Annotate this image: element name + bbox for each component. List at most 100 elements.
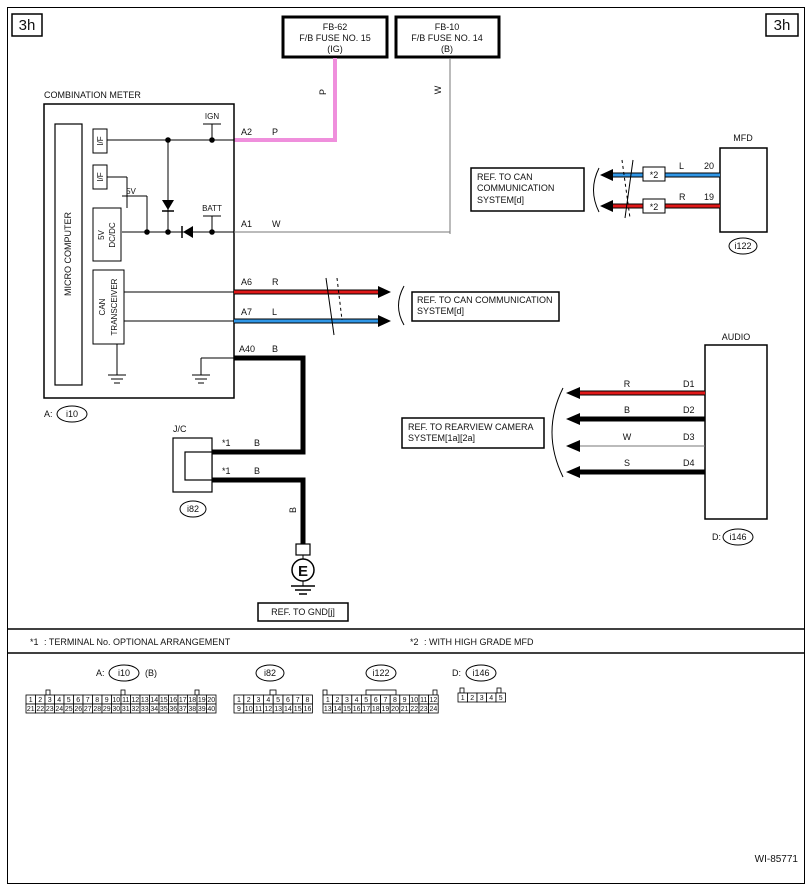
svg-text:REF. TO REARVIEW CAMERA: REF. TO REARVIEW CAMERA — [408, 422, 534, 432]
i146-pin-1: 1 — [461, 695, 465, 702]
mfd-star-1: *2 — [650, 170, 659, 180]
i82-pin-3: 3 — [257, 697, 261, 704]
i146-pin-2: 2 — [470, 695, 474, 702]
page-tag-right: 3h — [765, 13, 799, 37]
i10-pin-12: 12 — [131, 697, 139, 704]
i82-pin-16-cell — [302, 703, 313, 714]
if-block-1 — [92, 128, 108, 154]
i10-tag — [56, 405, 88, 423]
i10-pin-40: 40 — [207, 706, 215, 713]
i82-tag-label: i82 — [187, 504, 199, 514]
i122-pin-11: 11 — [420, 697, 427, 704]
svg-text:F/B FUSE NO. 15: F/B FUSE NO. 15 — [299, 33, 371, 43]
i10-pin-14: 14 — [150, 697, 158, 704]
dcdc-block — [92, 207, 122, 262]
note-2-text: : WITH HIGH GRADE MFD — [424, 637, 534, 647]
cv-i10-prefix: A: — [96, 668, 105, 678]
cv-i82-tag — [255, 664, 285, 682]
i10-pin-35: 35 — [160, 706, 168, 713]
i10-pin-24: 24 — [55, 706, 63, 713]
svg-text:REF. TO CAN COMMUNICATION: REF. TO CAN COMMUNICATION — [417, 295, 553, 305]
i10-pin-29: 29 — [103, 706, 111, 713]
i10-pin-23: 23 — [46, 706, 54, 713]
wire-label-a7: L — [272, 307, 277, 317]
svg-text:REF. TO CAN: REF. TO CAN — [477, 172, 533, 182]
audio-wire-r: R — [624, 379, 631, 389]
i122-pin-10: 10 — [410, 697, 418, 704]
i10-pin-8: 8 — [95, 697, 99, 704]
note-1-text: : TERMINAL No. OPTIONAL ARRANGEMENT — [44, 637, 231, 647]
i122-pin-19: 19 — [382, 706, 390, 713]
svg-text:(B): (B) — [441, 44, 453, 54]
i10-pin-27: 27 — [84, 706, 92, 713]
i122-pin-16: 16 — [353, 706, 361, 713]
i122-pin-24: 24 — [430, 706, 438, 713]
i122-pin-4: 4 — [355, 697, 359, 704]
i122-latch-1 — [365, 689, 397, 696]
5v-label: 5V — [126, 187, 136, 196]
i10-pin-19: 19 — [198, 697, 206, 704]
i82-pin-5: 5 — [276, 697, 280, 704]
combination-meter-title: COMBINATION METER — [44, 90, 141, 100]
i82-pin-1: 1 — [237, 697, 241, 704]
i10-pin-40-cell — [206, 703, 217, 714]
i82-pin-4: 4 — [266, 697, 270, 704]
pin-a40: A40 — [239, 344, 255, 354]
i122-pin-22: 22 — [410, 706, 418, 713]
mfd-wire-l: L — [679, 161, 684, 171]
i122-pin-7: 7 — [383, 697, 387, 704]
mfd-pin-20: 20 — [704, 161, 714, 171]
i82-pin-6: 6 — [286, 697, 290, 704]
i122-pin-1: 1 — [326, 697, 330, 704]
i122-pin-12: 12 — [430, 697, 438, 704]
wire-label-a2: P — [272, 127, 278, 137]
i10-pin-25: 25 — [65, 706, 73, 713]
junction-dots — [144, 137, 215, 235]
wire-p — [234, 58, 337, 142]
audio-box — [704, 344, 768, 520]
i122-latch-2 — [432, 689, 438, 696]
cv-i10-tag — [108, 664, 140, 682]
diode-down-icon — [162, 200, 174, 210]
i122-pin-17: 17 — [362, 706, 370, 713]
i122-pin-20: 20 — [391, 706, 399, 713]
svg-text:F/B FUSE NO. 14: F/B FUSE NO. 14 — [411, 33, 483, 43]
i82-pin-7: 7 — [296, 697, 300, 704]
i122-pin-5: 5 — [364, 697, 368, 704]
i122-pin-9: 9 — [403, 697, 407, 704]
pin-a6: A6 — [241, 277, 252, 287]
svg-text:SYSTEM[1a][2a]: SYSTEM[1a][2a] — [408, 433, 475, 443]
svg-text:5V: 5V — [97, 229, 106, 239]
cv-i146-tag — [465, 664, 497, 682]
i10-pin-15: 15 — [160, 697, 168, 704]
i122-pin-13: 13 — [324, 706, 332, 713]
mfd-pin-19: 19 — [704, 192, 714, 202]
i82-pin-16: 16 — [304, 706, 312, 713]
i10-pin-3: 3 — [48, 697, 52, 704]
i10-pin-33: 33 — [141, 706, 149, 713]
jc-block — [172, 437, 213, 493]
i10-latch-2 — [194, 689, 200, 696]
svg-text:DC/DC: DC/DC — [108, 222, 117, 248]
i146-pin-3: 3 — [480, 695, 484, 702]
i146-pin-4: 4 — [489, 695, 493, 702]
wire-label-fb62: P — [318, 89, 328, 95]
diode-left-icon — [183, 226, 193, 238]
ground-e-letter: E — [298, 563, 308, 580]
i10-pin-11: 11 — [122, 697, 129, 704]
rearview-ref-box: REF. TO REARVIEW CAMERA SYSTEM[1a][2a] — [401, 417, 545, 449]
audio-pin-d1: D1 — [683, 379, 695, 389]
mfd-ref-box: REF. TO CAN COMMUNICATION SYSTEM[d] — [470, 167, 585, 212]
jc-star-2: *1 — [222, 466, 231, 476]
figure-id: WI-85771 — [755, 854, 799, 865]
svg-text:3h: 3h — [19, 17, 36, 34]
i10-pin-36: 36 — [169, 706, 177, 713]
i10-pin-5: 5 — [67, 697, 71, 704]
i10-pin-32: 32 — [131, 706, 139, 713]
i122-pin-23: 23 — [420, 706, 428, 713]
i82-pin-2: 2 — [247, 697, 251, 704]
i10-pin-37: 37 — [179, 706, 187, 713]
